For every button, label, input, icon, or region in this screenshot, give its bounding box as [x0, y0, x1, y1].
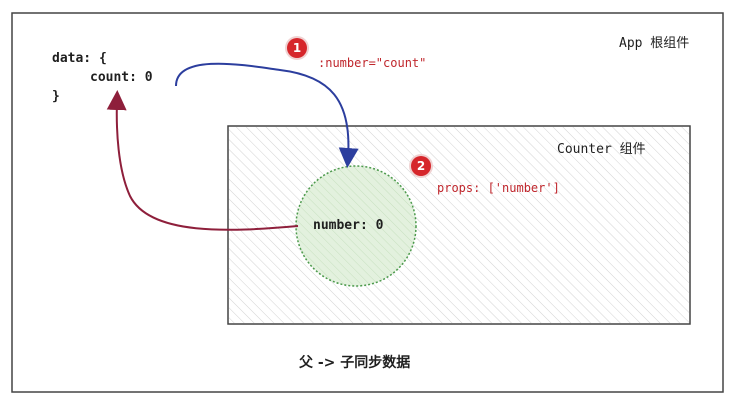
diagram-caption: 父 -> 子同步数据 [299, 355, 411, 371]
number-node-label: number: 0 [313, 218, 384, 233]
binding-arrow-down [175, 62, 359, 168]
binding-label: :number="count" [318, 56, 427, 70]
sync-arrow-up [106, 90, 299, 231]
app-label: App 根组件 [619, 36, 690, 51]
data-code-line-1: data: { [52, 51, 107, 66]
step-badge-1: 1 [287, 38, 307, 58]
step-badge-2: 2 [411, 156, 431, 176]
props-label: props: ['number'] [437, 181, 560, 195]
data-code-line-2: count: 0 [90, 70, 153, 85]
counter-label: Counter 组件 [557, 142, 646, 157]
data-code-line-3: } [52, 89, 60, 104]
